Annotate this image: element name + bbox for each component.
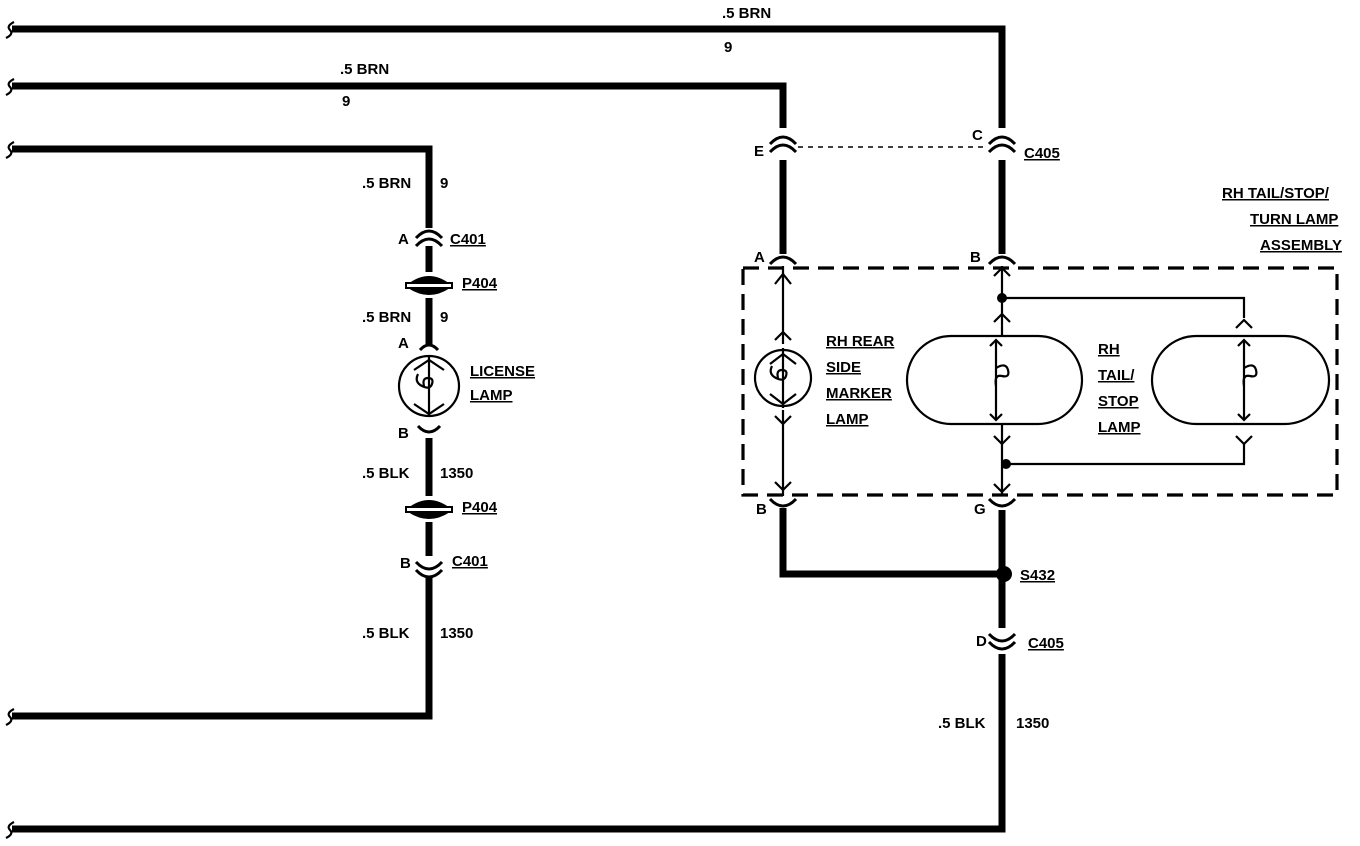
break-icon-4 (5, 708, 15, 726)
pin-marker-b: B (756, 501, 767, 518)
label-marker-4: LAMP (826, 411, 869, 428)
label-license-brn-lower: .5 BRN (362, 309, 411, 326)
label-assembly-3: ASSEMBLY (1260, 237, 1342, 254)
label-tail-1: RH (1098, 341, 1120, 358)
label-second-circuit: 9 (342, 93, 350, 110)
label-assembly-2: TURN LAMP (1250, 211, 1338, 228)
pin-c405-e: E (754, 143, 764, 160)
connector-c401-bottom (414, 560, 444, 579)
label-license-brn-upper-circuit: 9 (440, 175, 448, 192)
label-license-brn-upper: .5 BRN (362, 175, 411, 192)
label-right-blk-circuit: 1350 (1016, 715, 1049, 732)
wire-right-blk-ground (12, 654, 1006, 833)
connector-c405-bottom (987, 632, 1017, 651)
label-marker-2: SIDE (826, 359, 861, 376)
license-lamp-icon (397, 343, 461, 434)
label-license-blk-upper: .5 BLK (362, 465, 410, 482)
wire-license-blk-ground (12, 578, 433, 720)
assembly-connector-bottom (768, 497, 1017, 508)
connector-p404-lower (405, 500, 453, 519)
pin-tail-b: B (970, 249, 981, 266)
side-marker-lamp-icon (753, 266, 813, 496)
label-c405-bottom: C405 (1028, 635, 1064, 652)
break-icon-1 (5, 21, 15, 39)
label-p404-upper: P404 (462, 275, 498, 292)
pin-c405-c: C (972, 127, 983, 144)
connector-c401-top (414, 229, 444, 248)
label-s432: S432 (1020, 567, 1055, 584)
pin-c405-d: D (976, 633, 987, 650)
wire-marker-ground (779, 508, 1002, 578)
label-marker-3: MARKER (826, 385, 892, 402)
pin-license-b: B (398, 425, 409, 442)
splice-s432-dot (996, 566, 1012, 582)
pin-tail-g: G (974, 501, 986, 518)
label-c401-top: C401 (450, 231, 486, 248)
break-icon-2 (5, 78, 15, 96)
pin-marker-a: A (754, 249, 765, 266)
label-second-wire: .5 BRN (340, 61, 389, 78)
assembly-connector-top (768, 255, 1017, 266)
label-license-lamp-1: LICENSE (470, 363, 535, 380)
label-p404-lower: P404 (462, 499, 498, 516)
connector-c405-top (768, 135, 1017, 154)
wire-break-symbols (5, 21, 15, 839)
label-top-wire: .5 BRN (722, 5, 771, 22)
label-assembly-1: RH TAIL/STOP/ (1222, 185, 1330, 202)
label-right-blk: .5 BLK (938, 715, 986, 732)
break-icon-3 (5, 141, 15, 159)
label-tail-2: TAIL/ (1098, 367, 1135, 384)
label-license-lamp-2: LAMP (470, 387, 513, 404)
wire-second-brn (12, 82, 787, 128)
pin-c401-a: A (398, 231, 409, 248)
wire-license-brn (12, 145, 433, 228)
connector-p404-upper (405, 276, 453, 295)
pin-c401-b: B (400, 555, 411, 572)
label-tail-4: LAMP (1098, 419, 1141, 436)
label-license-brn-lower-circuit: 9 (440, 309, 448, 326)
label-top-circuit: 9 (724, 39, 732, 56)
break-icon-5 (5, 821, 15, 839)
label-license-blk-lower-circuit: 1350 (440, 625, 473, 642)
label-c401-bottom: C401 (452, 553, 488, 570)
pin-license-a: A (398, 335, 409, 352)
label-c405-top: C405 (1024, 145, 1060, 162)
label-tail-3: STOP (1098, 393, 1139, 410)
tail-stop-lamp-icon (905, 266, 1331, 496)
lamp-assembly-box (741, 266, 1339, 497)
label-license-blk-lower: .5 BLK (362, 625, 410, 642)
label-license-blk-upper-circuit: 1350 (440, 465, 473, 482)
label-marker-1: RH REAR (826, 333, 895, 350)
wire-top-brn (12, 25, 1006, 128)
